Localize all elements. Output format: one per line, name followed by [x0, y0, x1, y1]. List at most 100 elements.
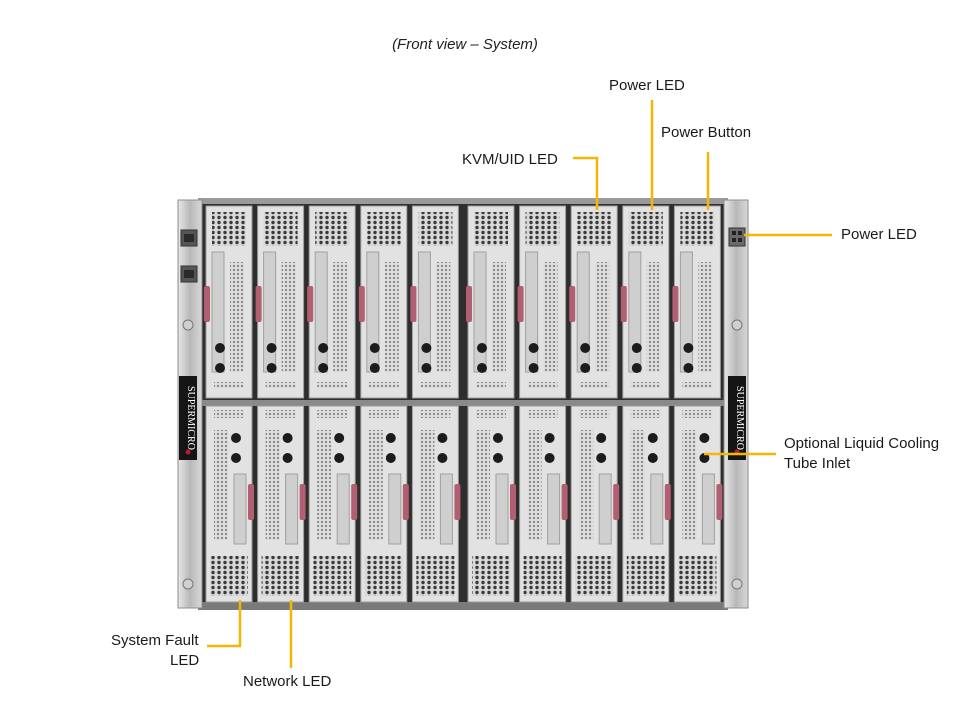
port-icon [421, 343, 432, 353]
handle-bar [417, 251, 431, 373]
bottom-vent [420, 382, 451, 388]
port-icon [647, 433, 658, 443]
vent-grille [263, 212, 298, 246]
blade-node-top [466, 205, 515, 399]
blade-node-bottom [257, 405, 306, 603]
mesh-panel [492, 262, 506, 372]
callout-leader-lines [207, 100, 832, 668]
port-icon [580, 363, 591, 373]
mesh-panel [333, 262, 348, 372]
vent-grille [261, 556, 300, 596]
top-vent [214, 410, 244, 418]
handle-bar [233, 473, 247, 545]
port-icon [421, 363, 432, 373]
latch-handle [466, 286, 472, 322]
latch-handle [358, 286, 365, 322]
port-icon [544, 433, 555, 443]
port-icon [231, 453, 241, 463]
latch-handle [716, 484, 723, 520]
mesh-panel [317, 430, 332, 540]
handle-bar [211, 251, 225, 373]
mesh-panel [368, 430, 383, 540]
leader-system-fault-led [207, 600, 242, 648]
vent-grille [525, 212, 560, 246]
vent-grille [416, 556, 455, 596]
mesh-panel [420, 430, 435, 540]
handle-bar [366, 251, 380, 373]
bottom-vent [368, 382, 399, 388]
vent-grille [210, 556, 248, 596]
screw-icon [731, 578, 743, 590]
port-icon [385, 453, 396, 463]
latch-handle [561, 484, 568, 520]
top-vent [368, 410, 399, 418]
latch-handle [410, 286, 417, 322]
vent-grille [523, 556, 562, 596]
screw-icon [182, 319, 194, 331]
blade-nodes [204, 205, 723, 603]
mesh-panel [682, 430, 697, 540]
blade-node-top [307, 205, 356, 399]
vent-grille [678, 556, 717, 596]
latch-handle [613, 484, 620, 520]
port-icon [596, 433, 607, 443]
port-icon [580, 343, 591, 353]
port-icon [596, 453, 607, 463]
latch-handle [620, 286, 627, 322]
blade-node-top [410, 205, 459, 399]
blade-node-bottom [467, 405, 516, 603]
screw-icon [731, 319, 743, 331]
vent-grille [366, 212, 401, 246]
port-icon [318, 363, 329, 373]
mesh-panel [214, 430, 228, 540]
port-icon [282, 433, 293, 443]
brand-text-right: SUPERMICRO [734, 386, 745, 450]
blade-node-top [672, 205, 721, 399]
screw-icon [182, 578, 194, 590]
right-chassis-ear: SUPERMICRO [716, 199, 749, 609]
top-vent [682, 410, 713, 418]
mesh-panel [579, 430, 594, 540]
mesh-panel [476, 430, 490, 540]
port-icon [493, 433, 503, 443]
port-icon [437, 453, 448, 463]
bottom-vent [265, 382, 296, 388]
latch-handle [454, 484, 461, 520]
label-kvm-uid-led: KVM/UID LED [462, 151, 558, 168]
vent-grille [628, 212, 663, 246]
handle-bar [525, 251, 539, 373]
port-icon [528, 343, 539, 353]
vent-grille [472, 556, 510, 596]
top-vent [265, 410, 296, 418]
label-system-fault-line1: System Fault [111, 632, 199, 649]
top-vent [317, 410, 348, 418]
blade-node-bottom [360, 405, 409, 603]
chassis-top-rail [198, 198, 728, 204]
handle-bar [650, 473, 664, 545]
label-liquid-cooling-line1: Optional Liquid Cooling [784, 435, 940, 452]
latch-handle [307, 286, 314, 322]
blade-node-bottom [308, 405, 358, 603]
port-icon [318, 343, 329, 353]
top-vent [420, 410, 451, 418]
latch-handle [672, 286, 679, 322]
vent-grille [212, 212, 246, 246]
port-icon [385, 433, 396, 443]
brand-badge-left [179, 376, 197, 460]
handle-bar [495, 473, 509, 545]
port-icon [631, 343, 642, 353]
top-vent [630, 410, 661, 418]
handle-bar [701, 473, 715, 545]
mesh-panel [595, 262, 610, 372]
blade-node-bottom [622, 405, 671, 603]
label-power-led-right: Power LED [841, 226, 917, 243]
bottom-vent [682, 382, 713, 388]
port-icon [647, 453, 658, 463]
handle-bar [314, 251, 328, 373]
latch-handle [204, 286, 210, 322]
label-power-led-top: Power LED [609, 77, 685, 94]
top-vent [476, 410, 506, 418]
latch-handle [351, 484, 358, 520]
bottom-vent [579, 382, 610, 388]
port-icon [334, 453, 345, 463]
